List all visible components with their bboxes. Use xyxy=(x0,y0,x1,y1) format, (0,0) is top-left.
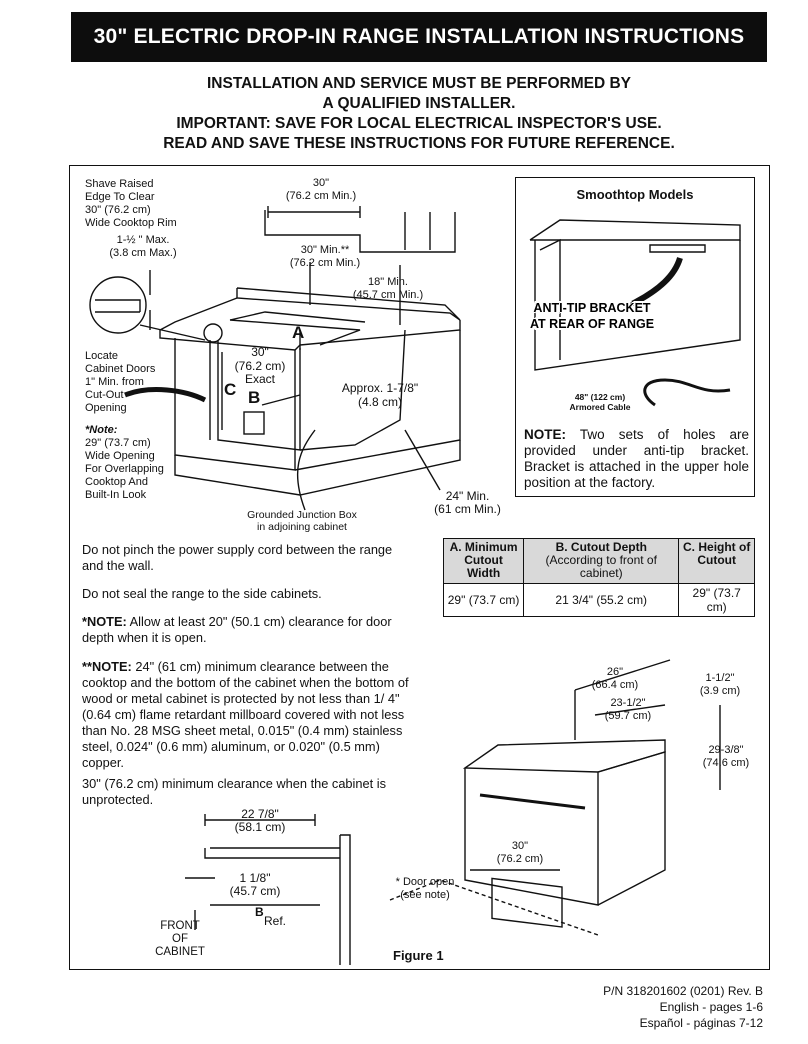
dim-30-label: 30"(76.2 cm) xyxy=(496,840,544,865)
dim-2278-label: 22 7/8"(58.1 cm) xyxy=(234,807,286,834)
warning-line: A QUALIFIED INSTALLER. xyxy=(322,95,516,112)
table-cell: 29" (73.7 cm) xyxy=(442,583,525,617)
cabinet-front-top xyxy=(204,847,340,859)
dim-112-label: 1-1/2"(3.9 cm) xyxy=(699,672,741,697)
b-ref-letter: B xyxy=(255,905,264,919)
depth-min-label: 18" Min.(45.7 cm Min.) xyxy=(352,276,424,301)
rim-spot xyxy=(203,323,223,343)
smoothtop-note: NOTE: Two sets of holes are provided und… xyxy=(524,427,749,490)
letter-c: C xyxy=(224,380,237,399)
cabinet-depth-line xyxy=(404,429,441,491)
countertop xyxy=(159,297,461,351)
ref-label: Ref. xyxy=(264,914,287,928)
min-clearance-label: 30" Min.**(76.2 cm Min.) xyxy=(289,244,361,269)
table-header: B. Cutout Depth(According to front of ca… xyxy=(523,538,680,584)
dim-23 xyxy=(594,704,666,716)
warning-line: READ AND SAVE THESE INSTRUCTIONS FOR FUT… xyxy=(163,135,675,152)
top-width-label: 30"(76.2 cm Min.) xyxy=(285,177,357,202)
smoothtop-title: Smoothtop Models xyxy=(576,187,694,202)
table-cell: 21 3/4" (55.2 cm) xyxy=(523,583,680,617)
dim-2938-label: 29-3/8"(74.6 cm) xyxy=(702,744,750,769)
locate-arrow xyxy=(124,387,207,403)
part-number: P/N 318201602 (0201) Rev. B xyxy=(603,984,763,998)
warning-line: INSTALLATION AND SERVICE MUST BE PERFORM… xyxy=(207,75,631,92)
english-pages: English - pages 1-6 xyxy=(659,1000,763,1014)
max-height-label: 1-½ " Max.(3.8 cm Max.) xyxy=(109,234,177,259)
smoothtop-bracket xyxy=(649,244,706,253)
door-open-label: * Door open(see note) xyxy=(395,876,455,901)
dim-2278 xyxy=(204,814,316,826)
letter-a: A xyxy=(292,323,305,342)
warning-line: IMPORTANT: SAVE FOR LOCAL ELECTRICAL INS… xyxy=(176,115,662,132)
letter-b: B xyxy=(248,388,261,407)
dim-2312-label: 23-1/2"(59.7 cm) xyxy=(604,697,652,722)
cabinet-front xyxy=(174,338,296,471)
armored-cable xyxy=(643,378,731,407)
figure-frame xyxy=(69,165,770,970)
table-cell: 29" (73.7 cm) xyxy=(678,583,755,617)
spanish-pages: Español - páginas 7-12 xyxy=(639,1016,763,1030)
pinch-text: Do not pinch the power supply cord betwe… xyxy=(82,542,393,573)
top-width-arrow xyxy=(267,206,361,218)
footer: P/N 318201602 (0201) Rev. B English - pa… xyxy=(603,983,763,1031)
junction-arrow xyxy=(297,429,316,511)
junction-box xyxy=(243,411,265,435)
upper-cabinet xyxy=(264,210,456,253)
figure-label: Figure 1 xyxy=(393,948,444,963)
note-star-label: *Note: 29" (73.7 cm)Wide Opening For Ove… xyxy=(85,424,164,501)
anti-tip-arrow xyxy=(628,257,683,308)
smoothtop-inset xyxy=(515,177,755,497)
cutout-edge xyxy=(229,311,366,346)
cable-label: 48" (122 cm)Armored Cable xyxy=(569,392,631,412)
range-front xyxy=(464,768,599,906)
page-title: 30" ELECTRIC DROP-IN RANGE INSTALLATION … xyxy=(71,12,767,62)
note2-text: **NOTE: 24" (61 cm) minimum clearance be… xyxy=(82,659,409,770)
rim-detail xyxy=(95,299,141,313)
backsplash xyxy=(236,287,461,321)
note1-text: *NOTE: Allow at least 20" (50.1 cm) clea… xyxy=(82,614,392,645)
smoothtop-range-top xyxy=(529,219,741,241)
dim-118-label: 1 1/8"(45.7 cm) xyxy=(229,871,281,898)
dim-26 xyxy=(574,659,671,740)
cutout-back xyxy=(299,329,406,451)
cabinet-front-post xyxy=(339,834,351,965)
rim-magnifier xyxy=(89,276,147,334)
dim-26-label: 26"(66.4 cm) xyxy=(591,666,639,691)
seal-text: Do not seal the range to the side cabine… xyxy=(82,586,322,601)
cutout-opening xyxy=(217,340,301,451)
smoothtop-range-body xyxy=(534,240,741,371)
table-row: 29" (73.7 cm) 21 3/4" (55.2 cm) 29" (73.… xyxy=(442,583,755,617)
upper-cabinet-inner xyxy=(404,212,431,250)
smoothtop-range-side xyxy=(539,238,561,360)
installer-warning: INSTALLATION AND SERVICE MUST BE PERFORM… xyxy=(71,74,767,154)
unprotected-text: 30" (76.2 cm) minimum clearance when the… xyxy=(82,776,386,807)
range-window xyxy=(491,877,563,928)
exact-width-label: 30"(76.2 cm) Exact xyxy=(234,345,286,386)
approx-label: Approx. 1-7/8"(4.8 cm) xyxy=(341,381,419,409)
door-open-dash xyxy=(389,879,599,936)
arrow-b xyxy=(261,394,301,406)
magnifier-link xyxy=(139,324,206,341)
range-top xyxy=(462,739,666,773)
range-handle xyxy=(479,793,586,810)
cabinet-min-label: 24" Min.(61 cm Min.) xyxy=(434,489,501,516)
range-side xyxy=(597,751,666,906)
